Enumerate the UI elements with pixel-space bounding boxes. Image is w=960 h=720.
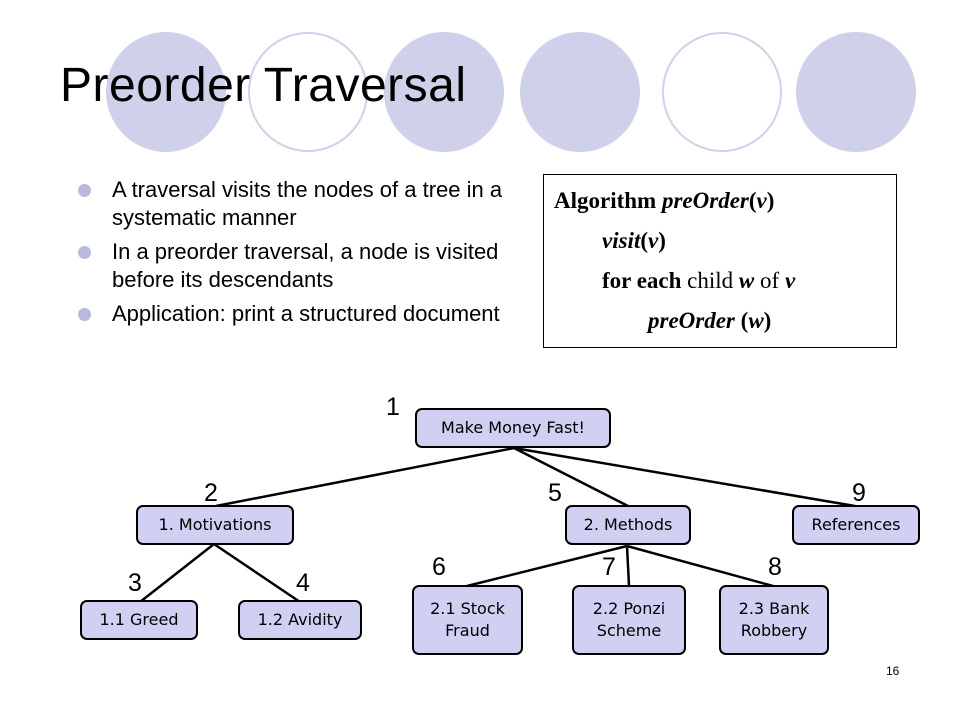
- tree-node-greed: 1.1 Greed: [80, 600, 198, 640]
- visit-order-label: 7: [602, 553, 616, 581]
- tree-node-ponzi-scheme: 2.2 Ponzi Scheme: [572, 585, 686, 655]
- tree-edge: [213, 542, 301, 604]
- tree-node-references: References: [792, 505, 920, 545]
- bullet-item: A traversal visits the nodes of a tree i…: [78, 176, 518, 232]
- tree-node-bank-robbery: 2.3 Bank Robbery: [719, 585, 829, 655]
- decor-circle: [520, 32, 640, 152]
- tree-node-root: Make Money Fast!: [415, 408, 611, 448]
- visit-order-label: 2: [204, 479, 218, 507]
- bullet-text: Application: print a structured document: [112, 301, 500, 326]
- decor-circle: [106, 32, 226, 152]
- tree-node-avidity: 1.2 Avidity: [238, 600, 362, 640]
- bullet-icon: [78, 246, 91, 259]
- tree-edge: [513, 446, 856, 508]
- bullet-icon: [78, 308, 91, 321]
- algorithm-param: v: [756, 188, 767, 213]
- decor-circle: [796, 32, 916, 152]
- visit-order-label: 8: [768, 553, 782, 581]
- bullet-list: A traversal visits the nodes of a tree i…: [78, 176, 518, 334]
- recursive-arg: w: [748, 308, 764, 333]
- tree-node-motivations: 1. Motivations: [136, 505, 294, 545]
- tree-edge: [626, 544, 774, 588]
- bullet-item: In a preorder traversal, a node is visit…: [78, 238, 518, 294]
- algorithm-function-name: preOrder: [661, 188, 749, 213]
- bullet-text: A traversal visits the nodes of a tree i…: [112, 177, 503, 230]
- of-text: of: [760, 268, 780, 293]
- algorithm-line-3: for each child w of v: [602, 261, 795, 301]
- tree-edge: [466, 544, 628, 588]
- decor-circle: [248, 32, 368, 152]
- visit-call: visit: [602, 228, 641, 253]
- algorithm-box: Algorithm preOrder(v) visit(v) for each …: [543, 174, 897, 348]
- visit-order-label: 4: [296, 569, 310, 597]
- for-each-keyword: for each: [602, 268, 682, 293]
- algorithm-line-2: visit(v): [602, 228, 666, 253]
- child-var: w: [738, 268, 755, 293]
- tree-node-stock-fraud: 2.1 Stock Fraud: [412, 585, 523, 655]
- visit-order-label: 5: [548, 479, 562, 507]
- tree-node-methods: 2. Methods: [565, 505, 691, 545]
- tree-edge: [513, 446, 629, 508]
- tree-edge: [625, 545, 631, 587]
- algorithm-keyword: Algorithm: [554, 188, 657, 213]
- parent-var: v: [784, 268, 796, 293]
- visit-order-label: 3: [128, 569, 142, 597]
- decor-circle: [662, 32, 782, 152]
- bullet-item: Application: print a structured document: [78, 300, 518, 328]
- tree-edge: [215, 446, 515, 508]
- recursive-call: preOrder: [648, 308, 735, 333]
- tree-edge: [139, 543, 215, 603]
- algorithm-line-4: preOrder (w): [648, 308, 772, 333]
- visit-arg: v: [648, 228, 659, 253]
- visit-order-label: 9: [852, 479, 866, 507]
- decor-circle: [384, 32, 504, 152]
- visit-order-label: 6: [432, 553, 446, 581]
- algorithm-line-1: Algorithm preOrder(v): [554, 188, 775, 213]
- bullet-text: In a preorder traversal, a node is visit…: [112, 239, 499, 292]
- bullet-icon: [78, 184, 91, 197]
- visit-order-label: 1: [386, 393, 400, 421]
- slide-title: Preorder Traversal: [60, 59, 467, 112]
- page-number: 16: [886, 664, 900, 678]
- child-text: child: [687, 268, 734, 293]
